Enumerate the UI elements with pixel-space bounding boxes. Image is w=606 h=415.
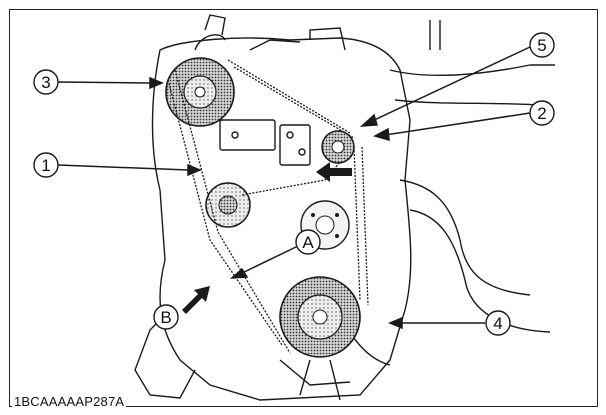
callout-1-label: 1	[41, 156, 50, 175]
pulley-1-alternator	[205, 182, 251, 228]
pulley-3-fan	[165, 57, 235, 127]
callout-A-label: A	[302, 233, 314, 252]
callout-B: B	[153, 304, 179, 330]
thick-arrow-tension-bolt	[182, 286, 210, 314]
thick-arrow-belt-gap	[316, 162, 352, 182]
callout-3: 3	[33, 69, 59, 95]
callout-2: 2	[529, 100, 555, 126]
callout-1: 1	[33, 152, 59, 178]
callout-4-label: 4	[493, 314, 502, 333]
callout-3-label: 3	[41, 73, 50, 92]
figure-id-caption: 1BCAAAAAP287A	[12, 394, 127, 409]
callout-2-label: 2	[537, 104, 546, 123]
callout-4: 4	[485, 310, 511, 336]
pulley-4-crankshaft	[279, 276, 361, 358]
engine-block	[134, 14, 555, 401]
callout-B-label: B	[160, 308, 171, 327]
diagram-frame: 3 5 2 1 A B 4	[9, 9, 598, 407]
engine-belt-diagram: 3 5 2 1 A B 4	[33, 14, 555, 401]
callout-5-label: 5	[537, 36, 546, 55]
pulley-2-idler	[321, 130, 355, 164]
direction-arrows	[57, 46, 531, 330]
callout-A: A	[295, 229, 321, 255]
callout-5: 5	[529, 32, 555, 58]
